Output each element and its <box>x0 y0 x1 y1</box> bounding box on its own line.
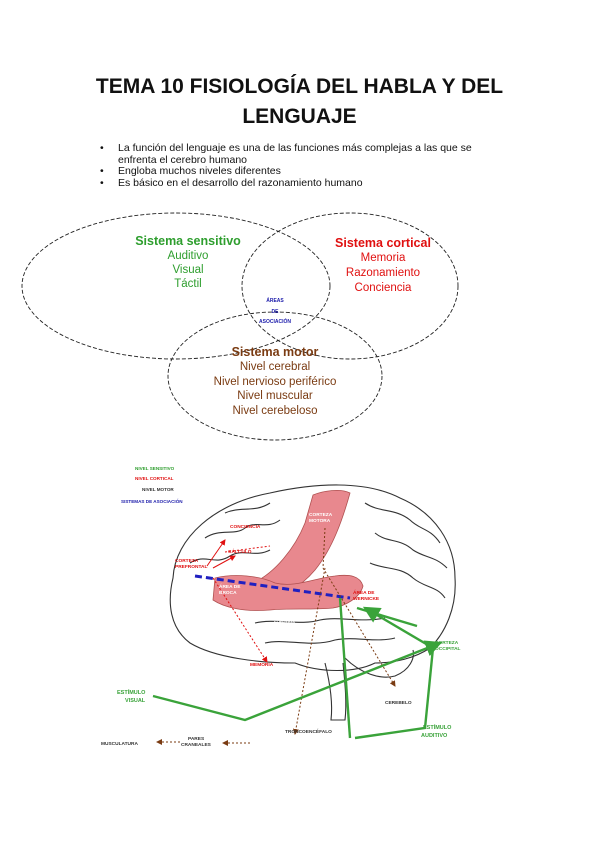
venn-motor-item: Nivel cerebral <box>239 361 311 373</box>
venn-circle-motor <box>167 311 383 441</box>
label-estimulo-visual-1: ESTÍMULO <box>117 688 146 696</box>
bullet-continuation: enfrenta el cerebro humano <box>100 153 520 167</box>
label-pares-craneales-1: PARES <box>188 736 205 742</box>
title-line-2: LENGUAJE <box>242 105 357 128</box>
venn-motor-item: Nivel muscular <box>237 390 313 402</box>
label-conciencia: CONCIENCIA <box>230 524 261 530</box>
venn-motor-title: Sistema motor <box>231 345 319 359</box>
label-estimulo-visual-2: VISUAL <box>125 698 146 704</box>
venn-cortical-item: Conciencia <box>354 282 412 294</box>
bullet-glyph: • <box>100 176 104 189</box>
label-auditiva-1: ÁREA <box>275 613 289 620</box>
venn-sensitivo-item: Auditivo <box>167 250 209 262</box>
label-auditiva-3: PRIMARIA <box>273 626 297 632</box>
bullet-item: • Engloba muchos niveles diferentes <box>100 165 520 178</box>
label-corteza-motora-2: MOTORA <box>309 518 331 524</box>
label-corteza-prefrontal-2: PREFRONTAL <box>175 564 207 570</box>
venn-asociacion: ÁREAS DE ASOCIACIÓN <box>245 296 305 328</box>
label-occipital-2: OCCIPITAL <box>435 646 461 652</box>
label-broca-2: BROCA <box>219 590 237 596</box>
label-troncoencefalo: TRONCOENCÉFALO <box>285 727 332 735</box>
venn-circle-sensitivo <box>21 212 331 360</box>
label-corteza-motora-1: CORTEZA <box>309 512 333 518</box>
venn-motor-item: Nivel nervioso periférico <box>213 375 337 388</box>
page-title: TEMA 10 FISIOLOGÍA DEL HABLA Y DEL LENGU… <box>0 72 599 132</box>
bullet-glyph: • <box>100 165 104 177</box>
label-estimulo-auditivo-1: ESTÍMULO <box>423 723 452 731</box>
bullet-text: enfrenta el cerebro humano <box>118 153 247 166</box>
highlight-motor-strip <box>252 489 351 599</box>
venn-circle-cortical <box>241 212 459 360</box>
legend-sensitivo: NIVEL SENSITIVO <box>135 466 175 471</box>
label-auditiva-2: AUDITIVA <box>273 620 296 626</box>
venn-cortical-item: Memoria <box>360 252 406 264</box>
brain-figure: NIVEL SENSITIVO NIVEL CORTICAL NIVEL MOT… <box>101 466 461 748</box>
venn-asociacion-line: ÁREAS <box>266 298 284 304</box>
association-pathway <box>194 574 351 600</box>
venn-sensitivo-item: Táctil <box>174 278 202 290</box>
legend-asociacion: SISTEMAS DE ASOCIACIÓN <box>121 497 183 504</box>
brain-drawing <box>169 484 456 721</box>
label-corteza-prefrontal-1: CORTEZA <box>175 558 199 564</box>
label-wernicke-2: WERNICKE <box>353 596 380 602</box>
label-memoria: MEMORIA <box>250 662 274 668</box>
label-cerebelo: CEREBELO <box>385 700 412 706</box>
legend-cortical: NIVEL CORTICAL <box>135 476 174 481</box>
venn-cortical: Sistema cortical Memoria Razonamiento Co… <box>308 236 458 296</box>
cortical-arrows <box>206 539 271 663</box>
bullet-item: • Es básico en el desarrollo del razonami… <box>100 176 520 190</box>
bullet-glyph: • <box>100 142 104 154</box>
bullet-item: • La función del lenguaje es una de las f… <box>100 142 520 155</box>
bullet-text: La función del lenguaje es una de las fu… <box>118 142 472 154</box>
venn-circles <box>21 212 459 441</box>
sensory-arrows <box>152 597 443 740</box>
venn-sensitivo: Sistema sensitivo Auditivo Visual Táctil <box>118 234 258 291</box>
venn-motor-item: Nivel cerebeloso <box>232 404 318 417</box>
venn-sensitivo-title: Sistema sensitivo <box>135 234 241 248</box>
venn-asociacion-line: DE <box>271 308 279 315</box>
label-pares-craneales-2: CRANEALES <box>181 742 212 748</box>
venn-cortical-item: Razonamiento <box>345 267 421 279</box>
label-estimulo-auditivo-2: AUDITIVO <box>421 733 448 739</box>
venn-sensitivo-item: Visual <box>172 264 204 276</box>
label-calculo: CÁLCULO <box>228 548 252 555</box>
bullet-text: Es básico en el desarrollo del razonamie… <box>118 176 363 189</box>
label-wernicke-1: ÁREA DE <box>353 589 375 596</box>
title-line-1: TEMA 10 FISIOLOGÍA DEL HABLA Y DEL <box>95 75 504 98</box>
venn-diagram: Sistema sensitivo Auditivo Visual Táctil… <box>0 200 599 450</box>
venn-motor: Sistema motor Nivel cerebral Nivel nervi… <box>190 345 360 418</box>
venn-cortical-title: Sistema cortical <box>335 236 431 250</box>
label-musculatura: MUSCULATURA <box>101 741 138 747</box>
label-occipital-1: CORTEZA <box>435 640 459 646</box>
bullet-list: • La función del lenguaje es una de las f… <box>100 142 520 190</box>
motor-arrows <box>222 527 396 746</box>
bullet-text: Engloba muchos niveles diferentes <box>118 165 281 177</box>
figure-legend: NIVEL SENSITIVO NIVEL CORTICAL NIVEL MOT… <box>121 466 183 504</box>
venn-asociacion-line: ASOCIACIÓN <box>259 319 291 325</box>
label-broca-1: ÁREA DE <box>219 583 241 590</box>
legend-motor: NIVEL MOTOR <box>142 487 174 492</box>
